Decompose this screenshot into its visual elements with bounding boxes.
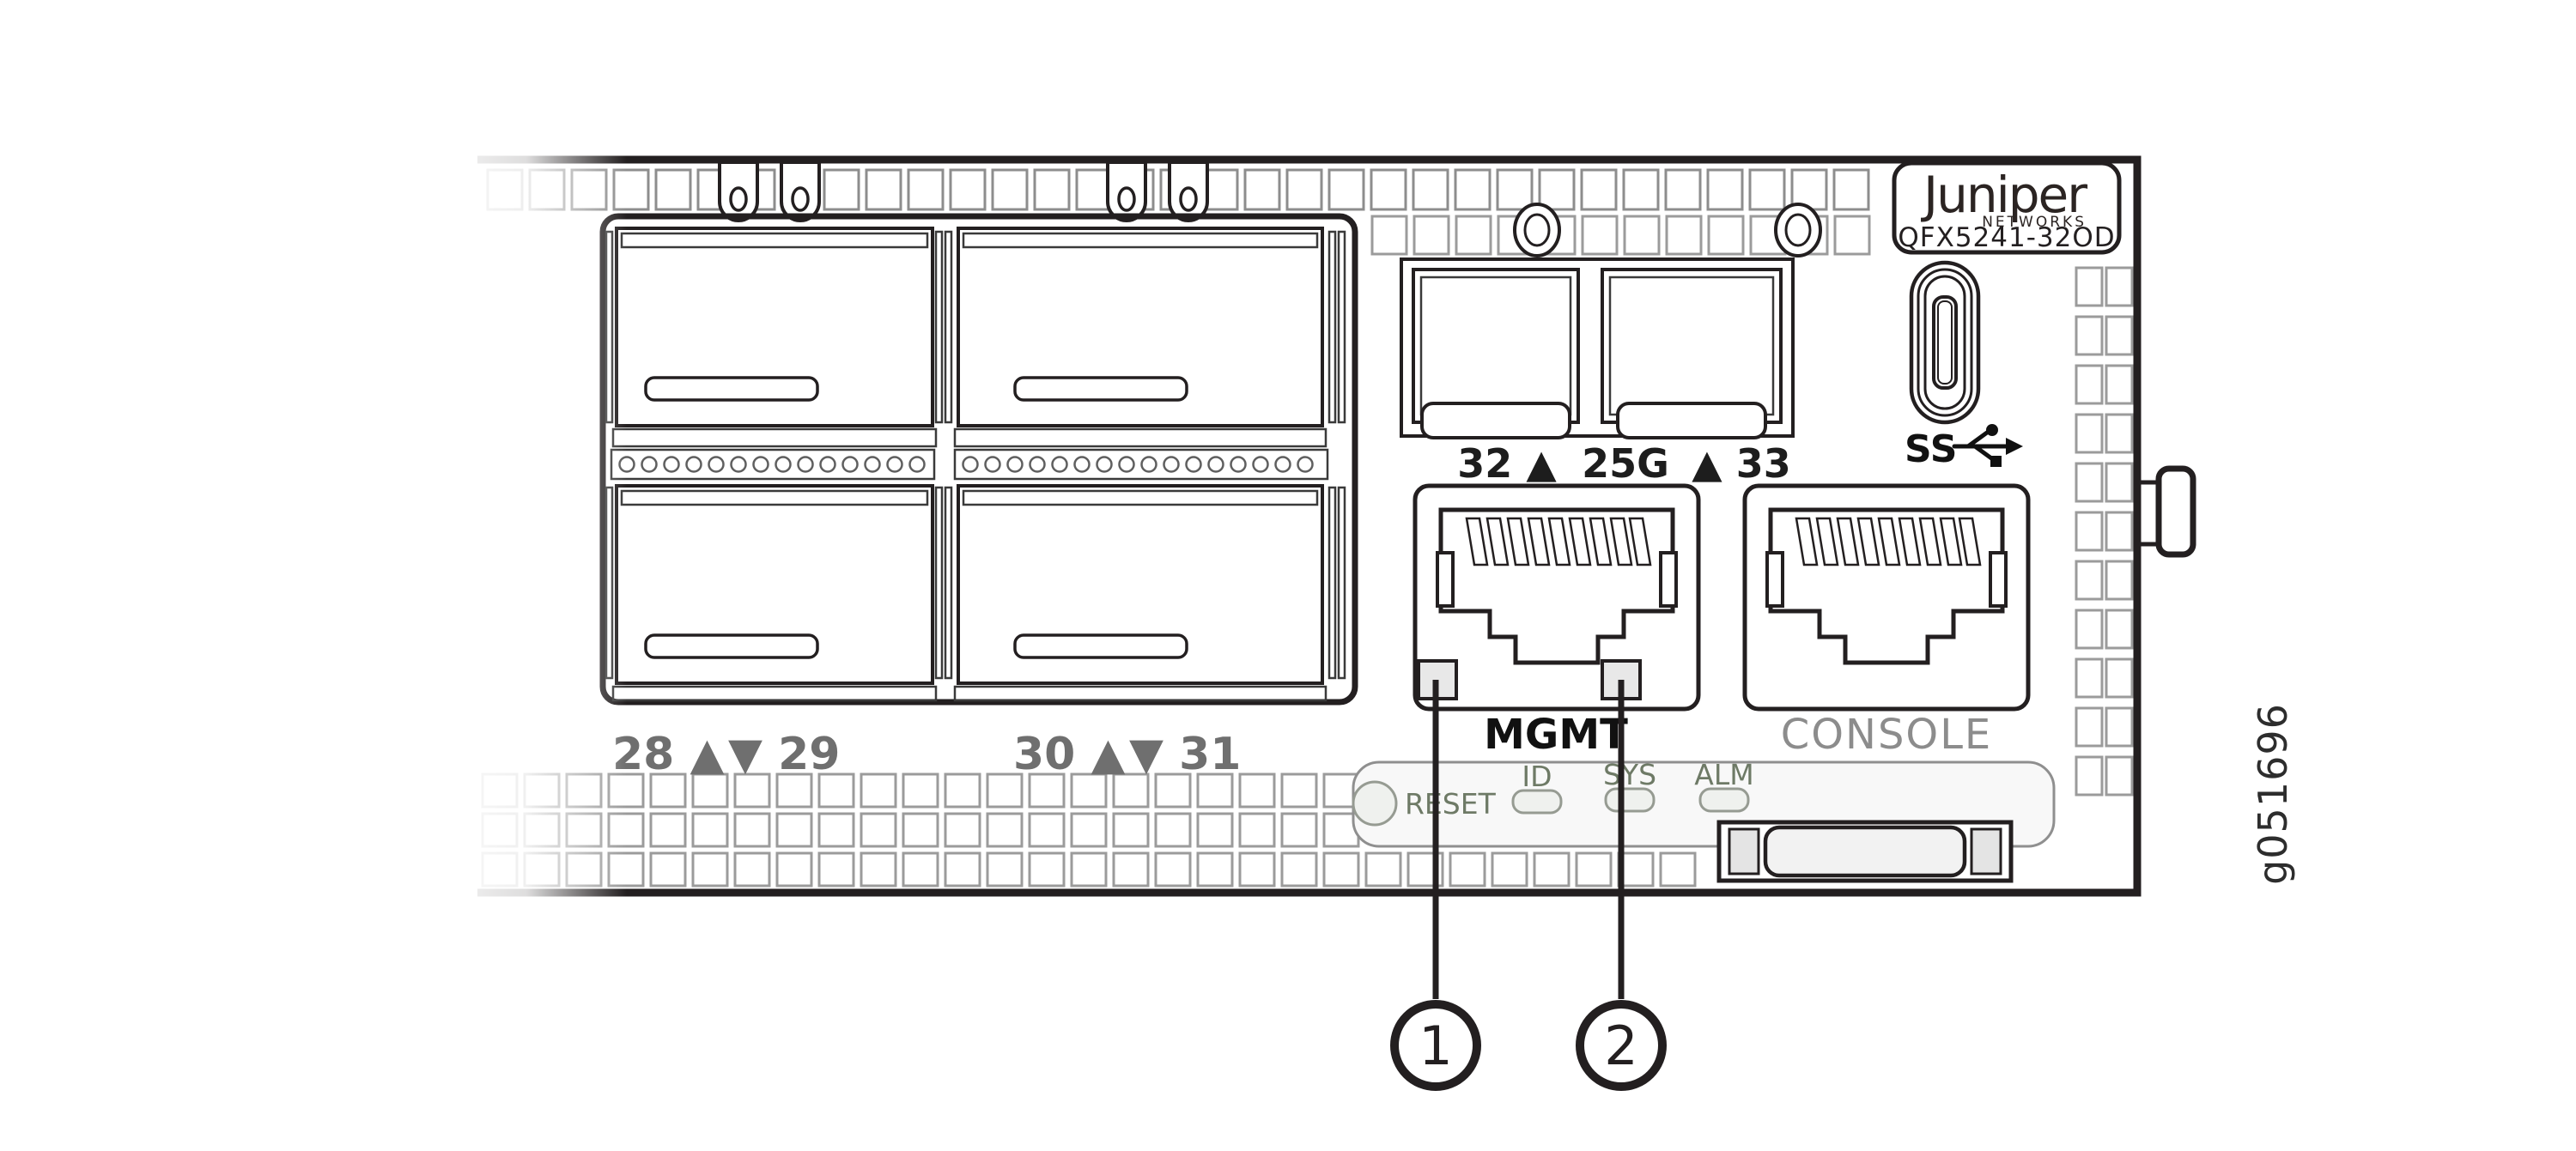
port-number-labels: 28 ▲ ▼ 29 30 ▲ ▼ 31 [612, 729, 1241, 780]
brand-logo-text: Juniper [1921, 166, 2087, 224]
qsfp-cage-30 [611, 484, 938, 702]
alm-led [1698, 787, 1750, 813]
id-led [1511, 789, 1563, 815]
alm-led-label: ALM [1694, 758, 1753, 791]
thumbscrew [2141, 465, 2196, 558]
figure-id: g051696 [2250, 703, 2296, 885]
perforation-strip-right [953, 448, 1329, 481]
qsfp-cage-28 [611, 227, 938, 448]
right-vent-column-1 [2075, 266, 2104, 797]
reset-button [1352, 780, 1398, 827]
panel-screw-holes [1513, 203, 1822, 257]
latch-handle [1716, 820, 2014, 883]
brand-badge: Juniper NETWORKS QFX5241-32OD [1892, 161, 2122, 255]
qsfp-cage-31 [953, 484, 1327, 702]
qsfp-cage-block [599, 213, 1358, 706]
port-speed-label: 25G [1582, 440, 1669, 487]
sfp-cage-33 [1601, 268, 1783, 439]
port-29-label: ▼ 29 [728, 729, 840, 780]
port-32-label: 32 ▲ [1457, 440, 1557, 487]
top-screw-tabs [718, 161, 1209, 222]
right-vent-column-2 [2105, 266, 2134, 797]
callout-1-number: 1 [1419, 1015, 1452, 1077]
screw-tab [718, 161, 759, 222]
screw-tab [1168, 161, 1209, 222]
model-number-text: QFX5241-32OD [1898, 222, 2115, 253]
perforation-strip-left [610, 448, 936, 481]
callout-2-number: 2 [1604, 1015, 1637, 1077]
id-led-label: ID [1522, 760, 1552, 793]
sfp-cage-32 [1412, 268, 1580, 439]
usb-trident-icon [1952, 424, 2023, 467]
usb-ss-mark: SS [1905, 424, 2023, 471]
sys-led-label: SYS [1603, 758, 1656, 791]
usb-ss-label: SS [1905, 427, 1957, 471]
left-fade [378, 120, 635, 936]
screw-tab [780, 161, 821, 222]
port-30-label: 30 ▲ [1013, 729, 1125, 780]
brand-networks-text: NETWORKS [1982, 214, 2087, 231]
usb-c-port [1909, 260, 1981, 425]
chassis-outline [477, 155, 2142, 897]
port-33-label: ▲ 33 [1692, 440, 1790, 487]
sfp-cage-block [1400, 257, 1795, 439]
qsfp-cage-29 [953, 227, 1327, 448]
bottom-vent-row-3 [481, 851, 1697, 887]
port-31-label: ▼ 31 [1129, 729, 1241, 780]
console-label: CONSOLE [1781, 711, 1993, 759]
callout-1: 1 [1390, 680, 1481, 1091]
console-port [1742, 483, 2031, 712]
mgmt-port [1413, 483, 1701, 712]
mgmt-label: MGMT [1484, 711, 1628, 759]
screw-tab [1106, 161, 1147, 222]
callout-2: 2 [1576, 680, 1667, 1091]
reset-label: RESET [1405, 787, 1497, 821]
sys-led [1604, 787, 1656, 813]
